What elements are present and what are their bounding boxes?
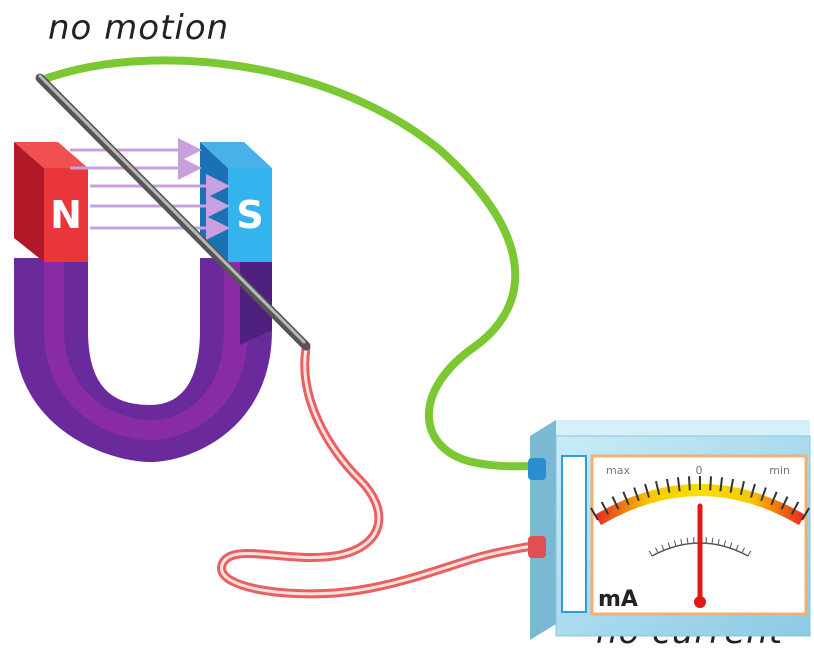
scale-tick <box>644 483 650 498</box>
scale-tick <box>735 544 739 551</box>
scale-tick <box>709 476 713 491</box>
scale-tick <box>760 487 767 502</box>
scale-tick <box>723 540 727 547</box>
scale-tick <box>633 487 640 502</box>
scale-ticks <box>590 476 810 521</box>
scale-tick <box>611 496 620 510</box>
scale-min-label: min <box>769 464 790 477</box>
scale-tick <box>654 547 659 554</box>
conductor-rod <box>35 73 311 351</box>
south-label: S <box>236 193 263 237</box>
scale-tick <box>790 501 800 515</box>
terminal-negative <box>528 458 546 480</box>
unit-label: mA <box>598 587 638 612</box>
red-wire <box>217 343 541 599</box>
scale-tick <box>667 542 671 549</box>
terminal-positive <box>528 536 546 558</box>
scale-max-label: max <box>606 464 630 477</box>
scale-tick <box>600 501 610 515</box>
scale-tick <box>801 507 810 521</box>
north-label: N <box>50 193 82 237</box>
scale-tick <box>750 483 756 498</box>
scale-tick <box>673 540 677 547</box>
scale-tick <box>648 550 653 557</box>
north-pole: N <box>14 142 88 262</box>
scale-tick <box>717 538 720 545</box>
scale-tick <box>686 537 689 544</box>
motion-caption: no motion <box>48 8 230 48</box>
scale-tick <box>739 480 745 496</box>
scale-tick <box>665 478 671 493</box>
scale-tick <box>622 491 630 506</box>
scale-tick <box>780 496 789 510</box>
scale-tick <box>711 537 714 544</box>
scale-tick <box>729 478 735 493</box>
scale-tick <box>719 477 724 492</box>
scale-tick <box>676 477 681 492</box>
scale-tick <box>747 550 752 557</box>
meter-needle <box>694 503 706 608</box>
scale-tick <box>680 538 683 545</box>
milliammeter: max 0 min mA <box>528 420 811 640</box>
horseshoe-magnet: N S <box>14 138 272 462</box>
scale-tick <box>655 480 661 496</box>
scale-tick <box>661 544 665 551</box>
scale-tick <box>741 547 746 554</box>
scale-tick <box>687 476 691 491</box>
scale-tick <box>770 491 778 506</box>
scale-zero-label: 0 <box>696 464 703 477</box>
green-wire <box>38 56 540 471</box>
scale-tick <box>729 542 733 549</box>
scale-tick <box>590 507 599 521</box>
